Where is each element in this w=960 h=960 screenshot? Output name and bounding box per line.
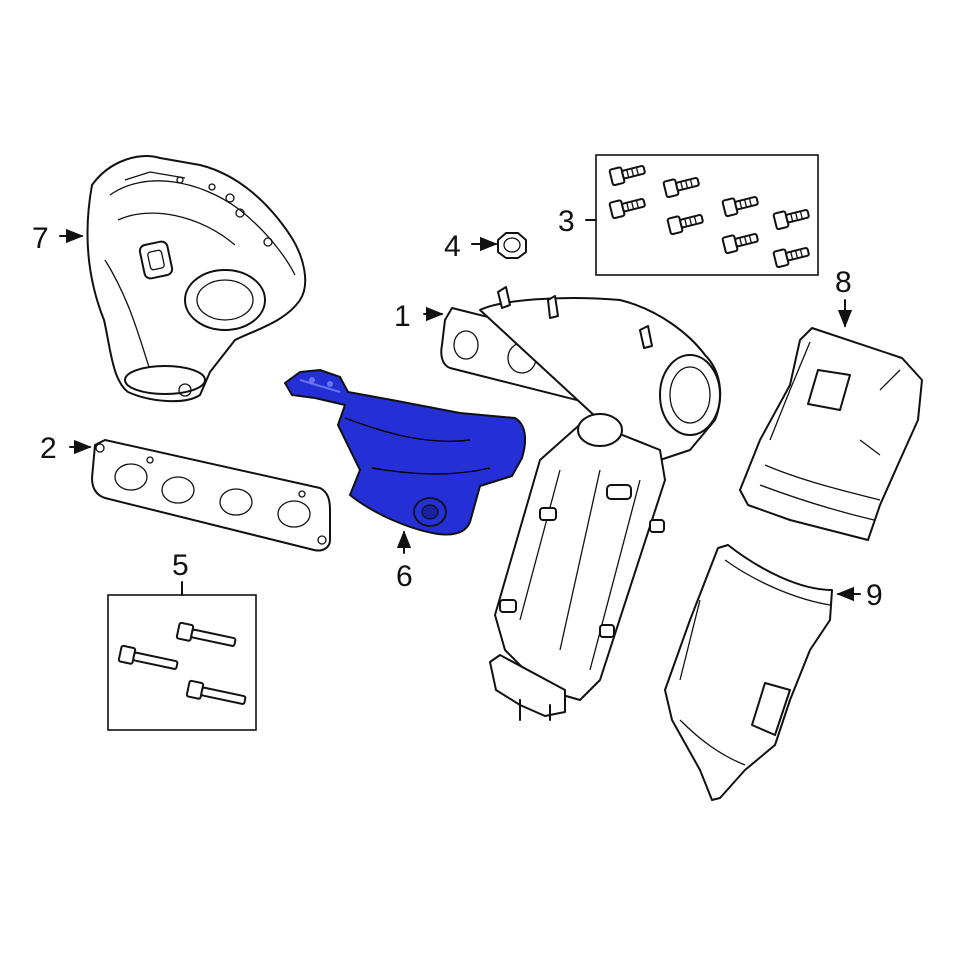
callout-4: 4 (444, 230, 461, 263)
bolt-set-box (595, 154, 819, 276)
callout-2: 2 (40, 432, 57, 465)
nut-part (497, 232, 527, 259)
converter-upper-heat-shield-part (739, 327, 923, 541)
callout-8: 8 (835, 266, 852, 299)
converter-lower-heat-shield-part (664, 544, 833, 801)
callout-7: 7 (32, 222, 49, 255)
callout-9: 9 (866, 579, 883, 612)
upper-heat-shield-part (86, 155, 307, 403)
callout-3: 3 (558, 205, 575, 238)
callout-6: 6 (396, 560, 413, 593)
stud-set-box (107, 594, 257, 731)
heat-shield-highlighted-part (284, 369, 527, 536)
callout-5: 5 (172, 549, 189, 582)
exhaust-manifold-converter-part (440, 286, 722, 721)
manifold-gasket-part (91, 439, 331, 552)
callout-arrows (59, 219, 861, 602)
callout-labels: 1 2 3 4 5 6 7 8 9 (32, 205, 883, 612)
callout-1: 1 (394, 300, 411, 333)
